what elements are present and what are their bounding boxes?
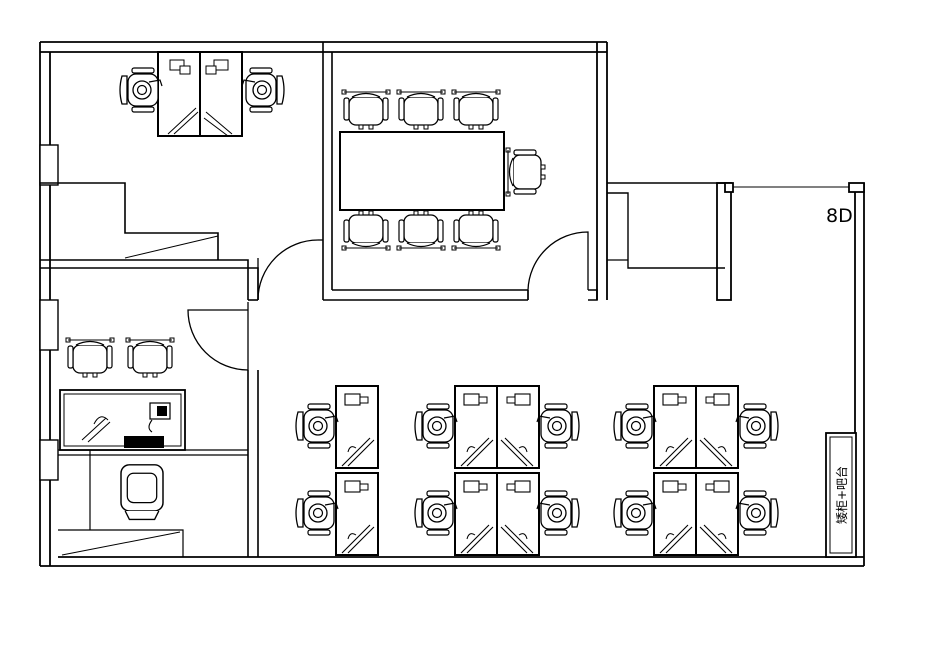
conference-table-icon (339, 131, 505, 211)
conference-room (339, 89, 546, 251)
office-chair-icon (341, 89, 391, 130)
office-chair-icon (735, 490, 779, 536)
office-chair-icon (341, 210, 391, 251)
door-swing-icon (187, 231, 589, 371)
unit-label: 8D (826, 205, 853, 227)
manager-office (59, 337, 186, 521)
telephone-icon (148, 402, 171, 433)
office-top-left (119, 51, 285, 137)
office-chair-icon (295, 403, 339, 449)
workstation-cluster-1 (295, 385, 379, 556)
office-chair-icon (451, 210, 501, 251)
office-chair-icon (414, 403, 458, 449)
office-chair-icon (119, 67, 163, 113)
office-chair-icon (295, 490, 339, 536)
office-chair-icon (396, 210, 446, 251)
desk-workstation-icon (59, 389, 186, 451)
office-chair-icon (125, 337, 175, 378)
storage-hatch (61, 235, 219, 556)
workstation-cluster-3 (613, 385, 779, 556)
office-chair-icon (613, 403, 657, 449)
office-chair-icon (65, 337, 115, 378)
low-cabinet-bar: 矮柜+吧台 (825, 432, 857, 558)
office-chair-icon (536, 403, 580, 449)
office-chair-icon (613, 490, 657, 536)
office-chair-icon (120, 464, 164, 521)
office-chair-icon (396, 89, 446, 130)
cabinet-label: 矮柜+吧台 (834, 466, 849, 524)
office-chair-icon (505, 147, 546, 197)
office-chair-icon (241, 67, 285, 113)
workstation-cluster-2 (414, 385, 580, 556)
office-chair-icon (414, 490, 458, 536)
office-chair-icon (536, 490, 580, 536)
left-window (39, 144, 59, 481)
office-chair-icon (735, 403, 779, 449)
office-chair-icon (451, 89, 501, 130)
